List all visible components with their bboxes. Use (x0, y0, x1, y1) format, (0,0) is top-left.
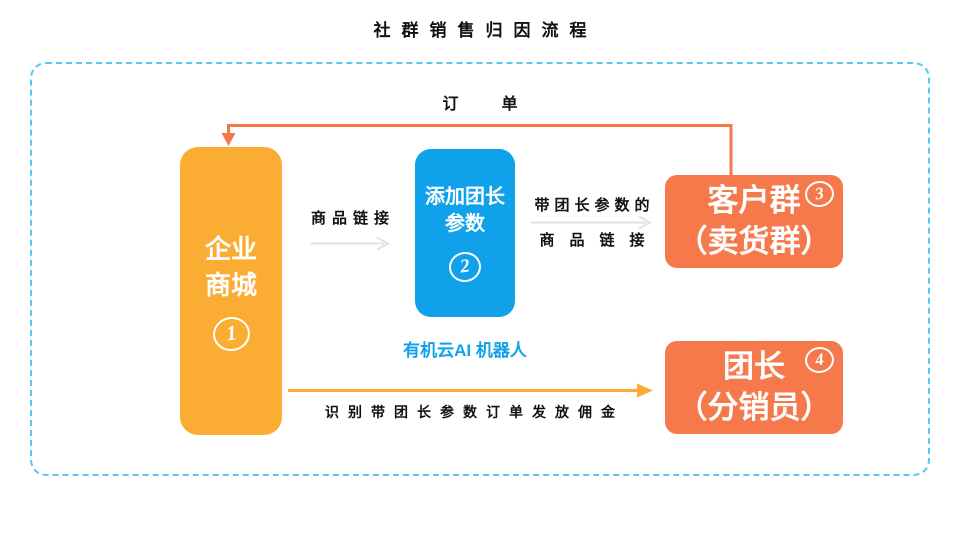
node-enterprise-mall: 企业 商城 1 (180, 147, 282, 435)
node-enterprise-mall-label-line1: 企业 (204, 233, 257, 264)
param-link-label-line2: 商品链接 (539, 232, 660, 249)
page-title: 社群销售归因流程 (373, 21, 598, 40)
node-customer-group: 客户群 （卖货群） 3 (665, 175, 843, 268)
step-3-badge: 3 (803, 179, 836, 209)
node-group-leader: 团长 （分销员） 4 (665, 341, 843, 434)
param-link-label-line1: 带团长参数的 (534, 197, 655, 214)
step-3-number: 3 (813, 183, 825, 204)
step-4-badge: 4 (803, 345, 836, 375)
node-group-leader-label-line2: （分销员） (676, 389, 832, 425)
dashed-frame (30, 62, 930, 476)
node-add-leader-params-label-line2: 参数 (445, 213, 485, 235)
step-2-badge: 2 (447, 249, 483, 285)
node-customer-group-label-line2: （卖货群） (676, 223, 832, 259)
node-enterprise-mall-label-line2: 商城 (204, 270, 257, 300)
node-add-leader-params: 添加团长 参数 2 (415, 149, 515, 317)
node-customer-group-label-line1: 客户群 (707, 183, 801, 219)
step-1-badge: 1 (210, 314, 252, 354)
step-2-number: 2 (458, 255, 472, 278)
step-1-number: 1 (224, 321, 238, 347)
product-link-label: 商品链接 (310, 210, 395, 227)
robot-caption: 有机云AI 机器人 (403, 341, 527, 360)
commission-label: 识别带团长参数订单发放佣金 (325, 404, 624, 420)
step-4-number: 4 (813, 349, 825, 370)
node-add-leader-params-label-line1: 添加团长 (425, 186, 505, 208)
order-label: 订单 (442, 96, 561, 113)
node-group-leader-label-line1: 团长 (723, 349, 785, 385)
